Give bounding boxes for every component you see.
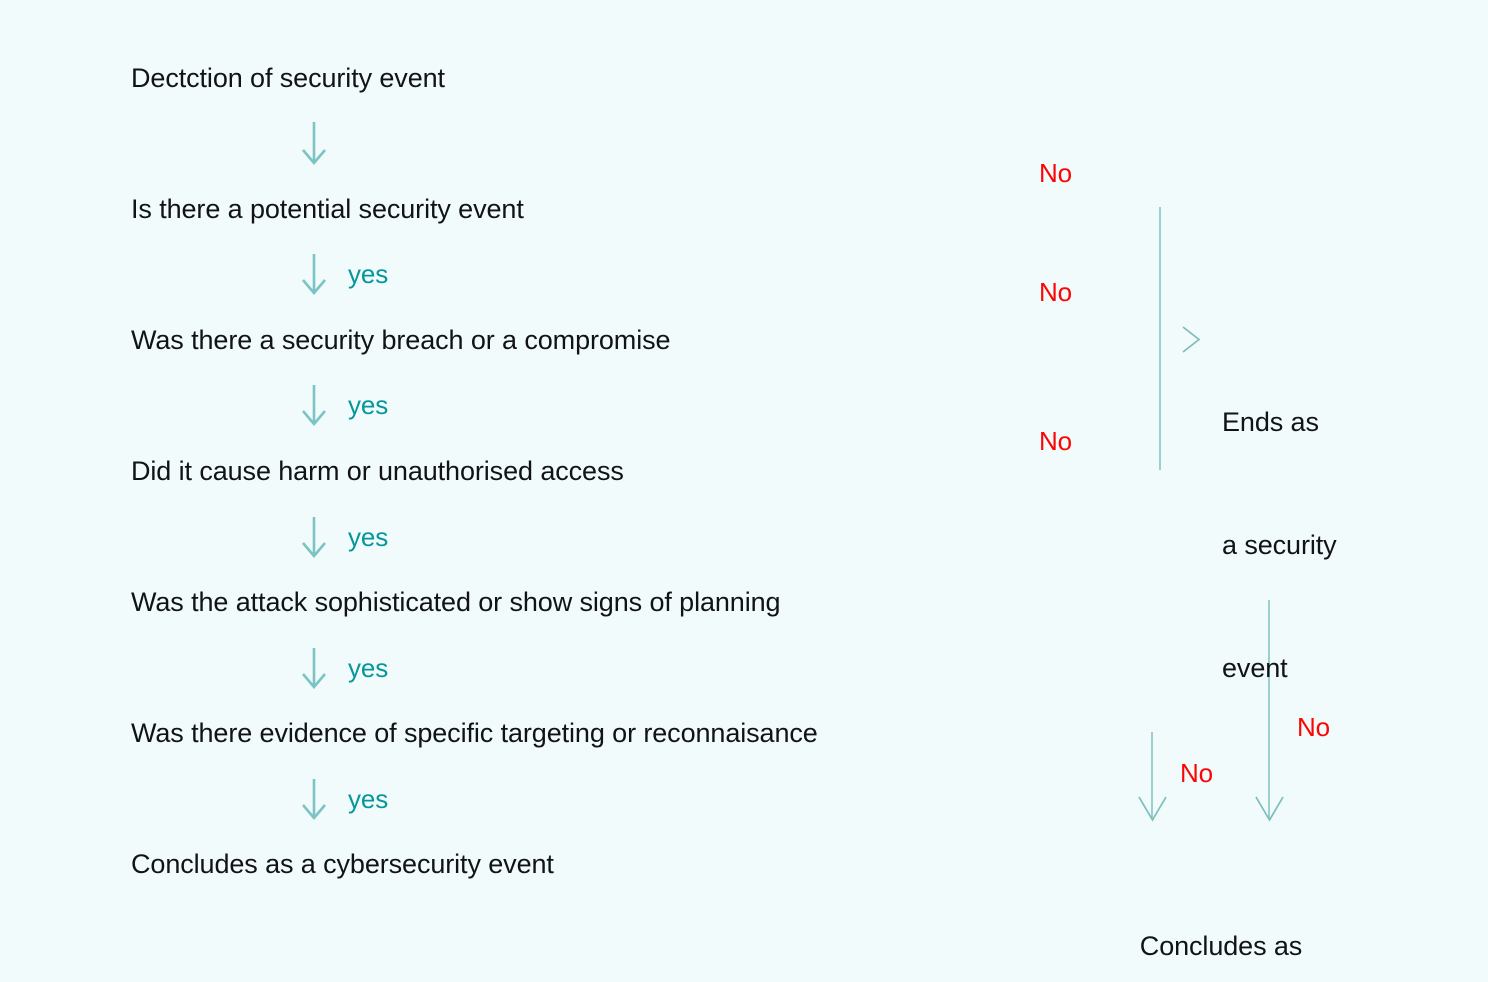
node-question-5: Was there evidence of specific targeting… xyxy=(131,718,818,748)
node-question-3: Did it cause harm or unauthorised access xyxy=(131,456,624,486)
node-question-1: Is there a potential security event xyxy=(131,194,524,224)
yes-arrow-4 xyxy=(302,517,326,559)
edge-label-no-5: No xyxy=(1180,758,1214,788)
yes-arrow-1 xyxy=(302,122,326,166)
edge-label-no-4: No xyxy=(1297,712,1331,742)
ends-as-security-event-line-3: event xyxy=(1222,653,1288,683)
edge-label-no-3: No xyxy=(1039,426,1073,456)
concludes-incident-arrowhead-left xyxy=(1138,796,1167,822)
ends-as-security-event-line-2: a security xyxy=(1222,530,1337,560)
edge-label-yes-3: yes xyxy=(348,522,389,552)
edge-label-yes-1: yes xyxy=(348,259,389,289)
yes-arrow-5 xyxy=(302,648,326,690)
yes-arrow-2 xyxy=(302,254,326,296)
ends-as-security-event-line-1: Ends as xyxy=(1222,407,1319,437)
edge-label-no-2: No xyxy=(1039,277,1073,307)
node-terminal-concludes-as-security-incident: Concludes as a security incident xyxy=(1088,844,1354,982)
node-question-2: Was there a security breach or a comprom… xyxy=(131,325,671,355)
yes-arrow-3 xyxy=(302,385,326,427)
ends-as-security-event-arrowhead xyxy=(1182,326,1201,353)
yes-arrow-6 xyxy=(302,779,326,821)
edge-label-yes-2: yes xyxy=(348,390,389,420)
node-terminal-ends-as-security-event: Ends as a security event xyxy=(1222,320,1337,771)
edge-label-no-1: No xyxy=(1039,158,1073,188)
node-question-4: Was the attack sophisticated or show sig… xyxy=(131,587,781,617)
concludes-incident-line-1: Concludes as xyxy=(1139,931,1303,961)
node-start: Dectction of security event xyxy=(131,63,445,93)
edge-label-yes-4: yes xyxy=(348,653,389,683)
concludes-incident-arrowhead-right xyxy=(1255,796,1284,822)
node-terminal-cybersecurity-event: Concludes as a cybersecurity event xyxy=(131,849,554,879)
edge-label-yes-5: yes xyxy=(348,784,389,814)
